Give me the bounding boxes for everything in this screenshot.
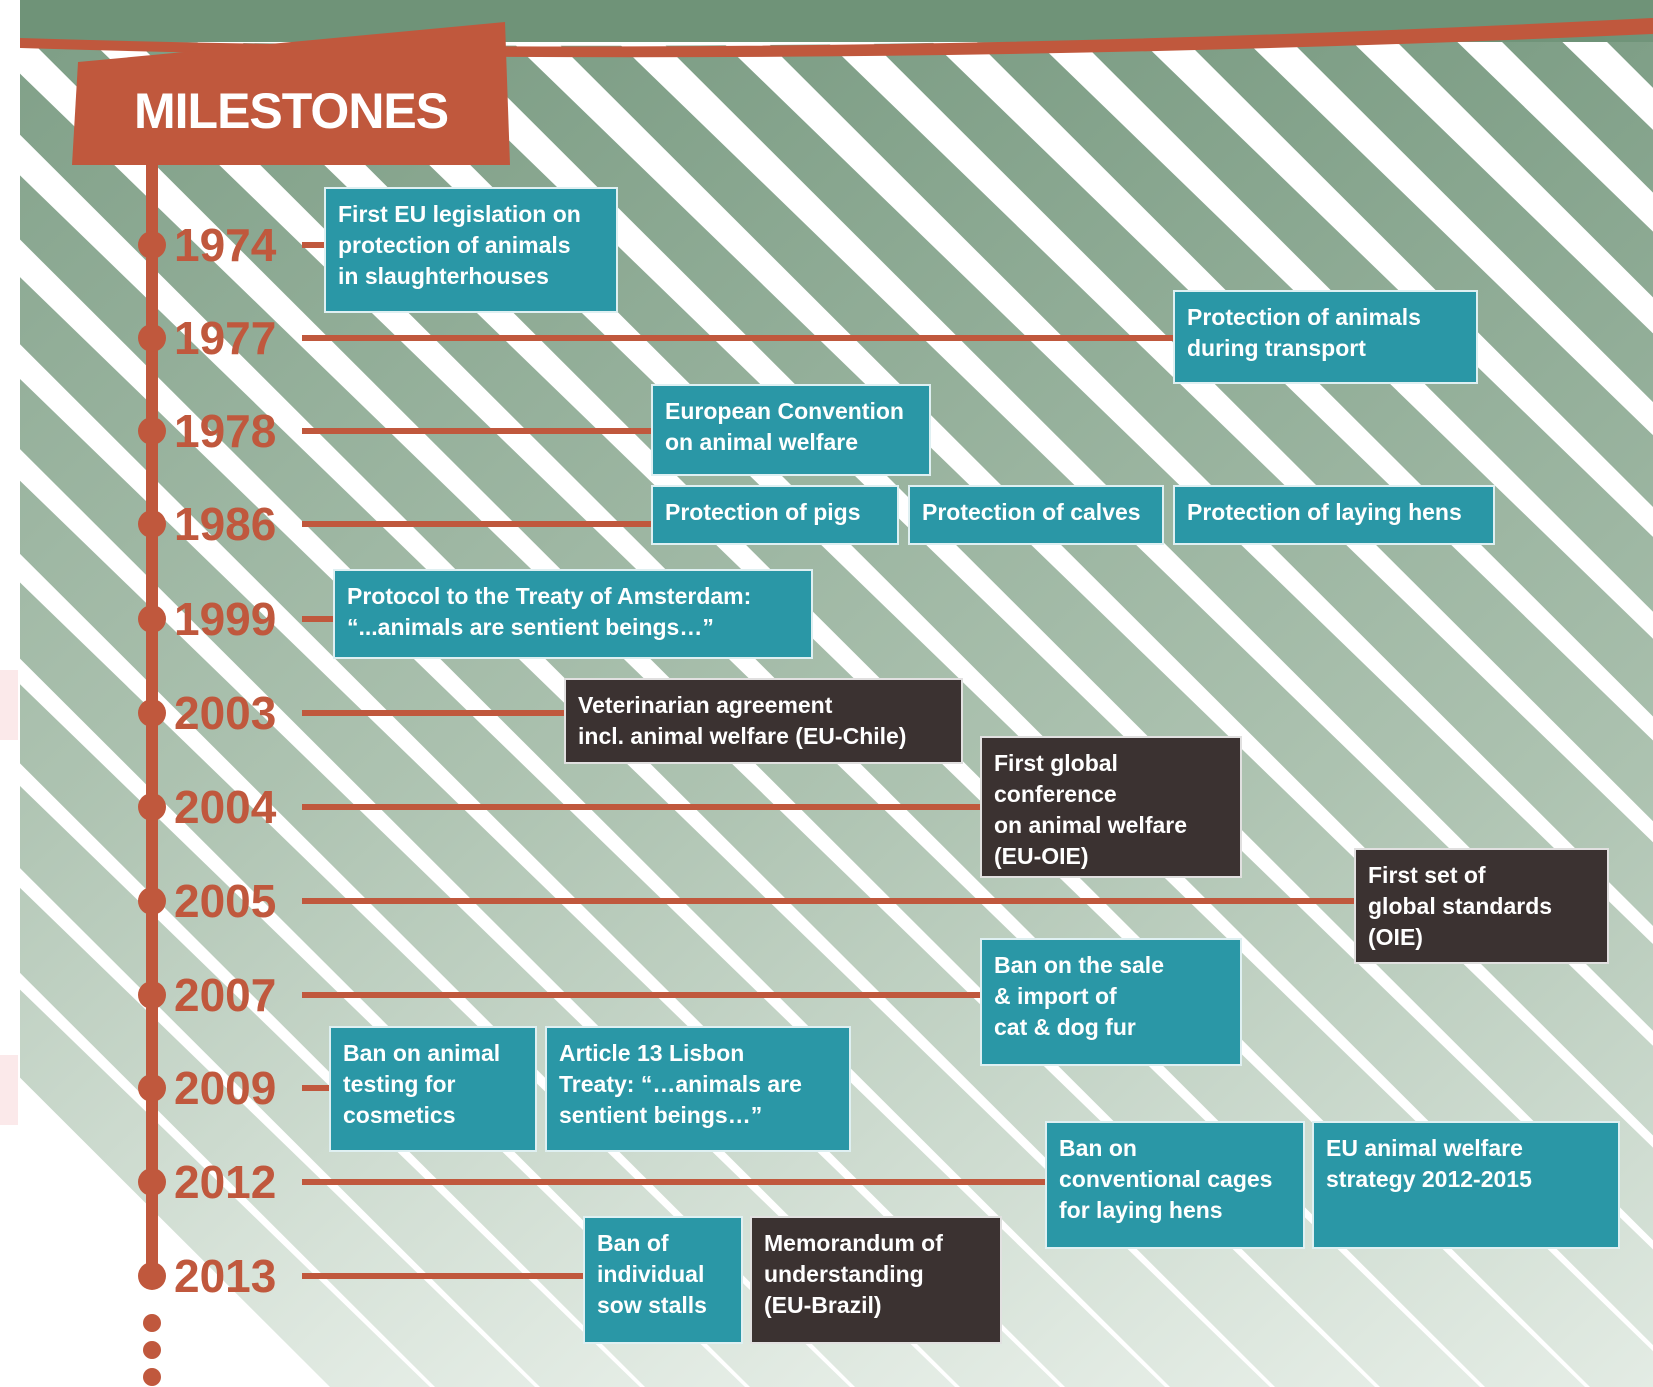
timeline-dot xyxy=(138,793,166,821)
connector-line xyxy=(302,992,980,998)
event-box: Protection of pigs xyxy=(651,485,899,545)
connector-line xyxy=(302,521,651,527)
connector-line xyxy=(302,1273,583,1279)
timeline-dot xyxy=(138,887,166,915)
connector-line xyxy=(302,1085,329,1091)
year-label: 2007 xyxy=(174,969,277,1021)
event-box: Article 13 Lisbon Treaty: “…animals are … xyxy=(545,1026,851,1152)
timeline-dot xyxy=(138,510,166,538)
field-stripe xyxy=(335,30,1653,1387)
timeline-dot xyxy=(138,231,166,259)
event-box: Ban of individual sow stalls xyxy=(583,1216,743,1344)
field-stripe xyxy=(20,30,535,1387)
event-box: Protocol to the Treaty of Amsterdam: “..… xyxy=(333,569,813,659)
event-box: Veterinarian agreement incl. animal welf… xyxy=(564,678,963,764)
connector-line xyxy=(302,710,564,716)
continuation-dot xyxy=(143,1341,161,1359)
year-label: 2013 xyxy=(174,1250,277,1302)
connector-line xyxy=(302,428,651,434)
event-box: First EU legislation on protection of an… xyxy=(324,187,618,313)
year-label: 2005 xyxy=(174,875,277,927)
field-stripe xyxy=(1175,30,1653,1387)
timeline-dot xyxy=(138,981,166,1009)
connector-line xyxy=(302,616,333,622)
timeline-dot xyxy=(138,324,166,352)
year-label: 1978 xyxy=(174,405,277,457)
field-stripe xyxy=(755,30,1653,1387)
edge-mark xyxy=(0,1055,18,1125)
timeline-dot xyxy=(138,699,166,727)
event-box: European Convention on animal welfare xyxy=(651,384,931,476)
timeline-dot xyxy=(138,605,166,633)
timeline-dot xyxy=(138,1168,166,1196)
year-label: 2012 xyxy=(174,1156,277,1208)
edge-mark xyxy=(0,670,18,740)
timeline-connectors xyxy=(138,231,1354,1290)
field-stripe xyxy=(20,30,640,1387)
event-box: Ban on animal testing for cosmetics xyxy=(329,1026,537,1152)
event-box: Ban on conventional cages for laying hen… xyxy=(1045,1121,1305,1249)
field-stripe xyxy=(1280,30,1653,1387)
event-box: Protection of calves xyxy=(908,485,1164,545)
year-label: 1999 xyxy=(174,593,277,645)
timeline-dot xyxy=(138,1074,166,1102)
connector-line xyxy=(302,898,1354,904)
title-banner xyxy=(72,22,510,165)
timeline-dot xyxy=(138,1262,166,1290)
year-label: 2009 xyxy=(174,1062,277,1114)
event-box: Ban on the sale & import of cat & dog fu… xyxy=(980,938,1242,1066)
event-box: Protection of laying hens xyxy=(1173,485,1495,545)
continuation-dot xyxy=(143,1314,161,1332)
year-label: 1974 xyxy=(174,219,277,271)
field-stripe xyxy=(650,30,1653,1387)
year-label: 2004 xyxy=(174,781,277,833)
connector-line xyxy=(302,1179,1045,1185)
field-stripe xyxy=(440,30,1653,1387)
year-label: 2003 xyxy=(174,687,277,739)
page-title: MILESTONES xyxy=(134,83,449,139)
connector-line xyxy=(302,335,1173,341)
field-stripe xyxy=(545,30,1653,1387)
event-box: Protection of animals during transport xyxy=(1173,290,1478,384)
connector-line xyxy=(302,242,324,248)
event-box: EU animal welfare strategy 2012-2015 xyxy=(1312,1121,1620,1249)
connector-line xyxy=(302,804,980,810)
field-stripe xyxy=(20,30,1270,1387)
year-label: 1977 xyxy=(174,312,277,364)
year-label: 1986 xyxy=(174,498,277,550)
timeline-dot xyxy=(138,417,166,445)
event-box: First global conference on animal welfar… xyxy=(980,736,1242,878)
event-box: Memorandum of understanding (EU-Brazil) xyxy=(750,1216,1002,1344)
field-stripe xyxy=(20,30,430,1387)
continuation-dot xyxy=(143,1368,161,1386)
event-box: First set of global standards (OIE) xyxy=(1354,848,1609,964)
